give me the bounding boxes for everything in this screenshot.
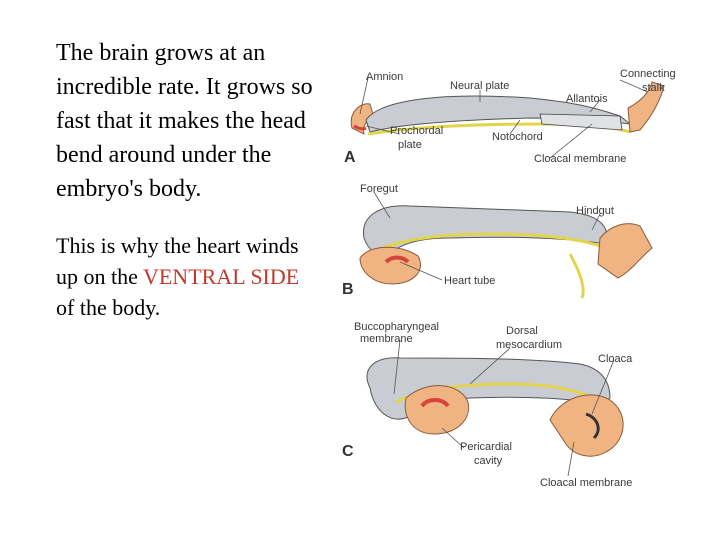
allantois-shape [539, 113, 623, 131]
panel-c: Buccopharyngeal membrane Dorsal mesocard… [342, 321, 633, 489]
label-heart-tube: Heart tube [444, 275, 495, 287]
pericardial-tissue [404, 385, 470, 435]
label-cloacal-membrane-c: Cloacal membrane [540, 477, 632, 489]
label-pericardial-1: Pericardial [460, 441, 512, 453]
label-prochordal-1: Prochordal [390, 125, 443, 137]
heart-c [420, 398, 450, 408]
label-pericardial-2: cavity [474, 455, 503, 467]
tail-tissue-b [597, 223, 653, 279]
label-dorsal-1: Dorsal [506, 325, 538, 337]
label-connecting-2: stalk [642, 82, 665, 94]
label-amnion: Amnion [366, 71, 403, 83]
label-notochord: Notochord [492, 131, 543, 143]
label-cloaca: Cloaca [598, 353, 633, 365]
label-connecting-1: Connecting [620, 68, 676, 80]
label-bucco-1: Buccopharyngeal [354, 321, 439, 333]
connecting-stalk-shape [627, 81, 665, 133]
ventral-text-after: of the body. [56, 295, 161, 320]
panel-letter-c: C [342, 443, 354, 460]
label-prochordal-2: plate [398, 139, 422, 151]
panel-letter-a: A [344, 149, 356, 166]
slide-text: The brain grows at an incredible rate. I… [56, 36, 316, 323]
label-dorsal-2: mesocardium [496, 339, 562, 351]
ventral-paragraph: This is why the heart winds up on the VE… [56, 230, 316, 323]
heart-tube-shape [384, 255, 410, 264]
head-tissue-b [359, 246, 421, 285]
endoderm-line-b [369, 232, 607, 256]
intro-paragraph: The brain grows at an incredible rate. I… [56, 40, 313, 202]
label-foregut: Foregut [360, 183, 398, 195]
ventral-side-highlight: VENTRAL SIDE [142, 264, 300, 289]
label-cloacal-membrane-a: Cloacal membrane [534, 153, 626, 165]
panel-a: Amnion Neural plate Connecting stalk All… [344, 68, 676, 166]
panel-letter-b: B [342, 281, 354, 298]
tail-tissue-c [549, 394, 624, 457]
label-hindgut: Hindgut [576, 205, 614, 217]
label-bucco-2: membrane [360, 333, 413, 345]
cloaca-shape [585, 412, 600, 440]
label-neural-plate: Neural plate [450, 80, 509, 92]
ventral-text-before: This is why the heart winds up on the [56, 233, 299, 289]
embryo-folding-diagram: Amnion Neural plate Connecting stalk All… [342, 68, 676, 489]
prochordal-red [353, 124, 367, 131]
label-allantois: Allantois [566, 93, 608, 105]
panel-b: Foregut Hindgut Heart tube B [342, 183, 653, 299]
yolk-line-b [568, 253, 585, 299]
embryo-body-b [363, 205, 607, 256]
